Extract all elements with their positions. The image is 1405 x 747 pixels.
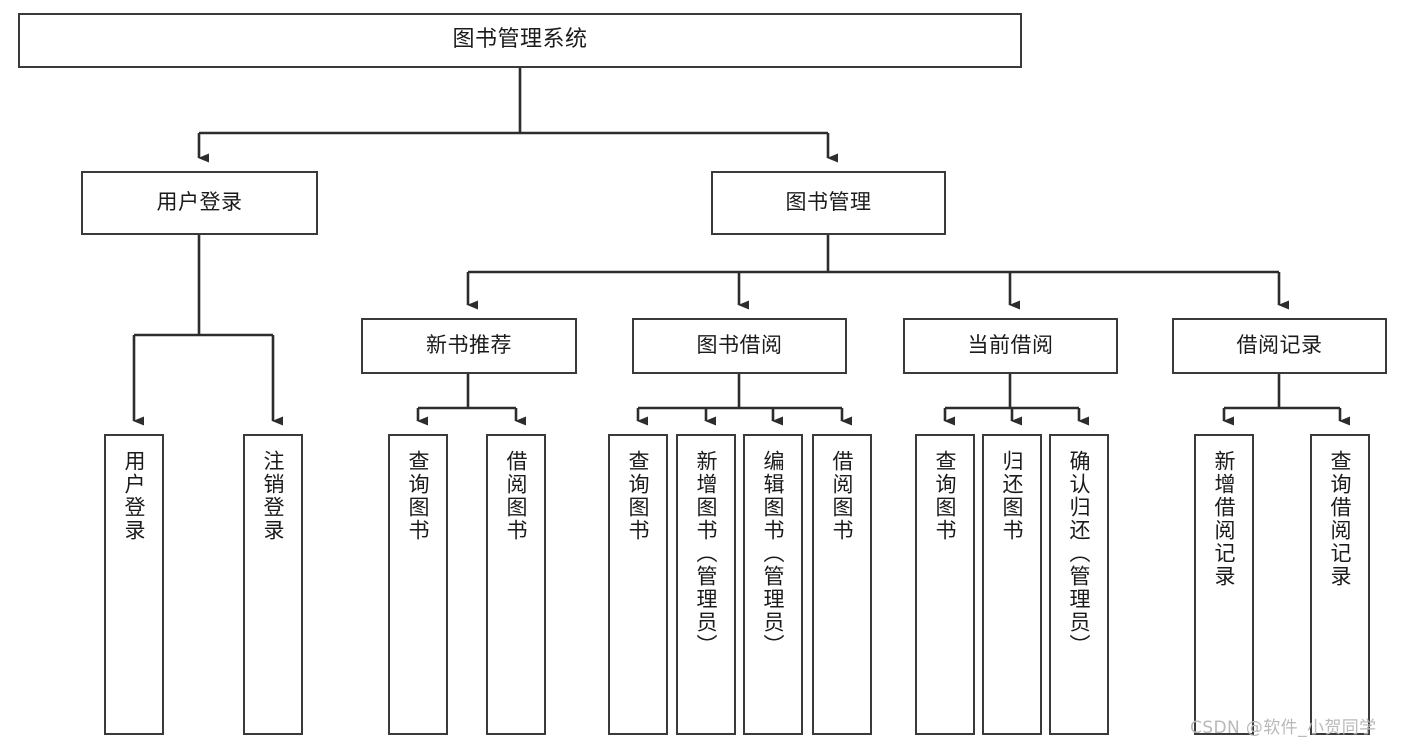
node-leaf-user-login-label: 用户登录 xyxy=(122,450,147,542)
node-leaf-user-logout-label: 注销登录 xyxy=(261,450,286,542)
node-leaf-user-login[interactable]: 用户登录 xyxy=(104,434,164,735)
node-book-borrow-label: 图书借阅 xyxy=(696,333,783,358)
node-leaf-add-book-admin-label: 新增图书（管理员） xyxy=(694,450,719,657)
node-borrow-record-label: 借阅记录 xyxy=(1236,333,1323,358)
node-leaf-confirm-return-admin-label: 确认归还（管理员） xyxy=(1067,450,1092,657)
node-leaf-query-book-current[interactable]: 查询图书 xyxy=(915,434,975,735)
node-leaf-return-book[interactable]: 归还图书 xyxy=(982,434,1042,735)
node-leaf-user-logout[interactable]: 注销登录 xyxy=(243,434,303,735)
node-book-manage[interactable]: 图书管理 xyxy=(711,171,946,235)
node-leaf-query-book-current-label: 查询图书 xyxy=(933,450,958,542)
node-leaf-confirm-return-admin[interactable]: 确认归还（管理员） xyxy=(1049,434,1109,735)
node-book-borrow[interactable]: 图书借阅 xyxy=(632,318,847,374)
node-leaf-borrow-book-recommend[interactable]: 借阅图书 xyxy=(486,434,546,735)
node-leaf-query-book-recommend-label: 查询图书 xyxy=(406,450,431,542)
node-root[interactable]: 图书管理系统 xyxy=(18,13,1022,68)
node-leaf-query-borrow-record-label: 查询借阅记录 xyxy=(1328,450,1353,588)
node-root-label: 图书管理系统 xyxy=(452,27,588,53)
node-leaf-borrow-book-recommend-label: 借阅图书 xyxy=(504,450,529,542)
node-leaf-query-book-recommend[interactable]: 查询图书 xyxy=(388,434,448,735)
node-user-login[interactable]: 用户登录 xyxy=(81,171,318,235)
node-leaf-query-book-borrow-label: 查询图书 xyxy=(626,450,651,542)
node-leaf-query-book-borrow[interactable]: 查询图书 xyxy=(608,434,668,735)
node-book-manage-label: 图书管理 xyxy=(785,190,872,215)
node-leaf-borrow-book[interactable]: 借阅图书 xyxy=(812,434,872,735)
node-leaf-add-borrow-record-label: 新增借阅记录 xyxy=(1212,450,1237,588)
node-new-book-recommend[interactable]: 新书推荐 xyxy=(361,318,577,374)
node-leaf-add-borrow-record[interactable]: 新增借阅记录 xyxy=(1194,434,1254,735)
node-new-book-recommend-label: 新书推荐 xyxy=(426,333,512,358)
node-leaf-add-book-admin[interactable]: 新增图书（管理员） xyxy=(676,434,736,735)
node-current-borrow-label: 当前借阅 xyxy=(967,333,1054,358)
node-leaf-borrow-book-label: 借阅图书 xyxy=(830,450,855,542)
node-leaf-edit-book-admin[interactable]: 编辑图书（管理员） xyxy=(743,434,803,735)
node-leaf-edit-book-admin-label: 编辑图书（管理员） xyxy=(761,450,786,657)
node-user-login-label: 用户登录 xyxy=(156,190,243,215)
node-leaf-query-borrow-record[interactable]: 查询借阅记录 xyxy=(1310,434,1370,735)
node-current-borrow[interactable]: 当前借阅 xyxy=(903,318,1118,374)
node-leaf-return-book-label: 归还图书 xyxy=(1000,450,1025,542)
node-borrow-record[interactable]: 借阅记录 xyxy=(1172,318,1387,374)
